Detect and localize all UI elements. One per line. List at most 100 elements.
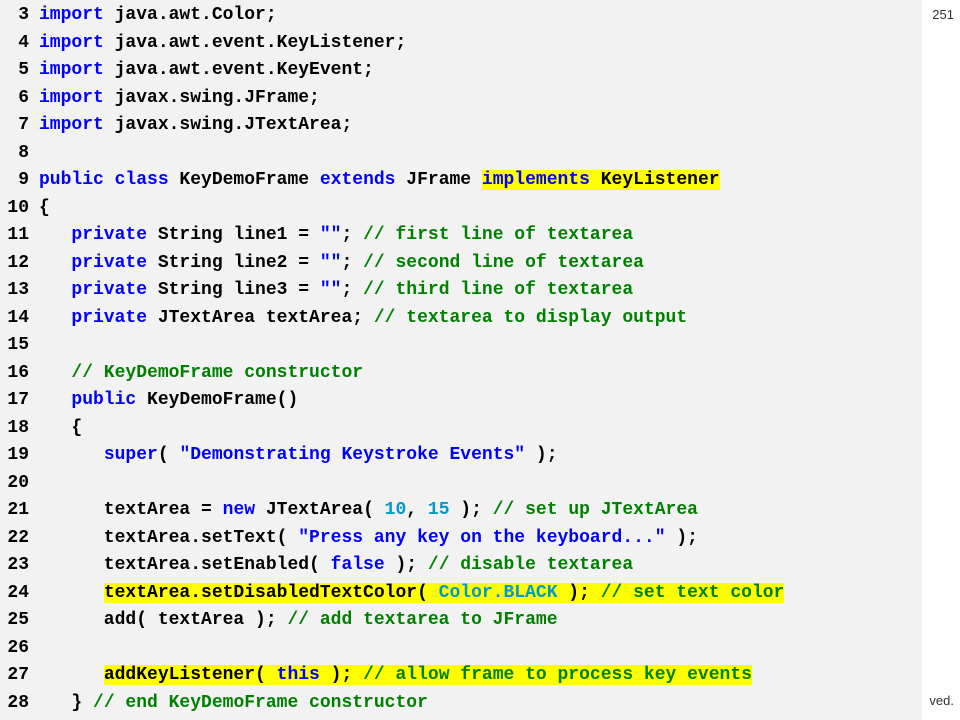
code-token: String line2 =	[147, 252, 320, 273]
highlighted-code-token: // set text color	[600, 582, 785, 603]
code-token	[39, 583, 104, 603]
code-token	[39, 390, 71, 410]
code-token: );	[384, 555, 428, 575]
code-token	[39, 225, 71, 245]
highlighted-code-token: );	[319, 665, 364, 685]
code-token: import	[39, 87, 104, 108]
code-token: String line1 =	[147, 225, 320, 245]
line-number: 17	[7, 390, 29, 410]
code-token: java.awt.event.KeyEvent;	[103, 60, 374, 80]
code-text: public KeyDemoFrame()	[39, 387, 298, 414]
code-token: javax.swing.JFrame;	[103, 87, 320, 108]
code-text: add( textArea ); // add textarea to JFra…	[39, 607, 558, 634]
code-token: // end KeyDemoFrame constructor	[93, 692, 428, 713]
line-number: 27	[7, 665, 29, 685]
code-line: 11 private String line1 = ""; // first l…	[0, 222, 922, 249]
line-number: 24	[7, 582, 29, 603]
code-token: private	[71, 307, 148, 328]
code-text: import javax.swing.JFrame;	[39, 85, 320, 112]
code-line: 28 } // end KeyDemoFrame constructor	[0, 690, 922, 717]
footer-text: ved.	[929, 693, 954, 708]
code-line: 16 // KeyDemoFrame constructor	[0, 360, 922, 387]
code-text: addKeyListener( this ); // allow frame t…	[39, 662, 752, 689]
code-token: // set up JTextArea	[492, 500, 698, 520]
code-token: 10	[384, 500, 407, 520]
code-text: // KeyDemoFrame constructor	[39, 360, 363, 387]
highlighted-code-token: // allow frame to process key events	[363, 665, 752, 685]
code-token: ,	[406, 500, 428, 520]
code-text: import javax.swing.JTextArea;	[39, 112, 352, 139]
code-line: 10{	[0, 195, 922, 222]
code-line: 4 import java.awt.event.KeyListener;	[0, 30, 922, 57]
code-token: add( textArea );	[39, 610, 288, 630]
code-token: import	[39, 32, 104, 53]
code-token: textArea.setEnabled(	[39, 555, 331, 575]
code-text: private JTextArea textArea; // textarea …	[39, 305, 687, 332]
code-text: } // end KeyDemoFrame constructor	[39, 690, 428, 717]
code-token: // add textarea to JFrame	[287, 610, 558, 630]
highlighted-code-token: implements	[481, 170, 590, 190]
line-number: 4	[18, 32, 29, 53]
code-text: private String line3 = ""; // third line…	[39, 277, 633, 304]
line-number: 18	[7, 417, 29, 438]
code-token: );	[449, 500, 493, 520]
code-token: {	[39, 417, 83, 438]
code-token: private	[71, 225, 148, 245]
code-text: private String line2 = ""; // second lin…	[39, 250, 644, 277]
code-line: 20	[0, 470, 922, 497]
line-number: 20	[7, 472, 29, 493]
code-line: 22 textArea.setText( "Press any key on t…	[0, 525, 922, 552]
highlighted-code-token: KeyListener	[589, 170, 720, 190]
line-number: 28	[7, 692, 29, 713]
code-token: private	[71, 280, 148, 300]
line-number: 12	[7, 252, 29, 273]
line-number: 19	[7, 445, 29, 465]
code-token: textArea =	[39, 500, 223, 520]
code-line: 23 textArea.setEnabled( false ); // disa…	[0, 552, 922, 579]
code-line: 17 public KeyDemoFrame()	[0, 387, 922, 414]
code-token: // third line of textarea	[363, 280, 634, 300]
code-line: 7 import javax.swing.JTextArea;	[0, 112, 922, 139]
code-token: }	[39, 692, 94, 713]
code-token: textArea.setText(	[39, 527, 299, 548]
code-text: textArea = new JTextArea( 10, 15 ); // s…	[39, 497, 698, 524]
code-token: // disable textarea	[427, 555, 634, 575]
code-token: public	[71, 390, 137, 410]
code-text: import java.awt.event.KeyListener;	[39, 30, 406, 57]
line-number: 22	[7, 527, 29, 548]
code-token: 15	[427, 500, 450, 520]
line-number: 7	[18, 115, 29, 135]
code-token: ;	[341, 280, 364, 300]
code-line: 9 public class KeyDemoFrame extends JFram…	[0, 167, 922, 194]
code-token: ""	[319, 225, 342, 245]
code-line: 24 textArea.setDisabledTextColor( Color.…	[0, 580, 922, 607]
line-number: 6	[18, 87, 29, 108]
line-number: 9	[18, 170, 29, 190]
code-token: "Demonstrating Keystroke Events"	[179, 445, 526, 465]
code-token: import	[39, 115, 104, 135]
line-number: 25	[7, 610, 29, 630]
code-token: import	[39, 60, 104, 80]
code-text: {	[39, 195, 50, 222]
code-line: 14 private JTextArea textArea; // textar…	[0, 305, 922, 332]
code-token	[39, 665, 104, 685]
code-text: textArea.setDisabledTextColor( Color.BLA…	[39, 580, 785, 607]
code-token: JTextArea textArea;	[147, 307, 374, 328]
code-token: KeyDemoFrame()	[136, 390, 299, 410]
code-token: // textarea to display output	[373, 307, 688, 328]
code-token: // second line of textarea	[363, 252, 644, 273]
line-number: 13	[7, 280, 29, 300]
code-line: 8	[0, 140, 922, 167]
code-line: 26	[0, 635, 922, 662]
code-token: KeyDemoFrame	[168, 170, 320, 190]
code-token	[39, 445, 104, 465]
code-line: 25 add( textArea ); // add textarea to J…	[0, 607, 922, 634]
code-text: import java.awt.event.KeyEvent;	[39, 57, 374, 84]
code-text: public class KeyDemoFrame extends JFrame…	[39, 167, 720, 194]
code-token: {	[39, 197, 50, 218]
code-token: "Press any key on the keyboard..."	[298, 527, 666, 548]
line-number: 23	[7, 555, 29, 575]
code-token	[39, 253, 71, 273]
code-token	[39, 363, 71, 383]
